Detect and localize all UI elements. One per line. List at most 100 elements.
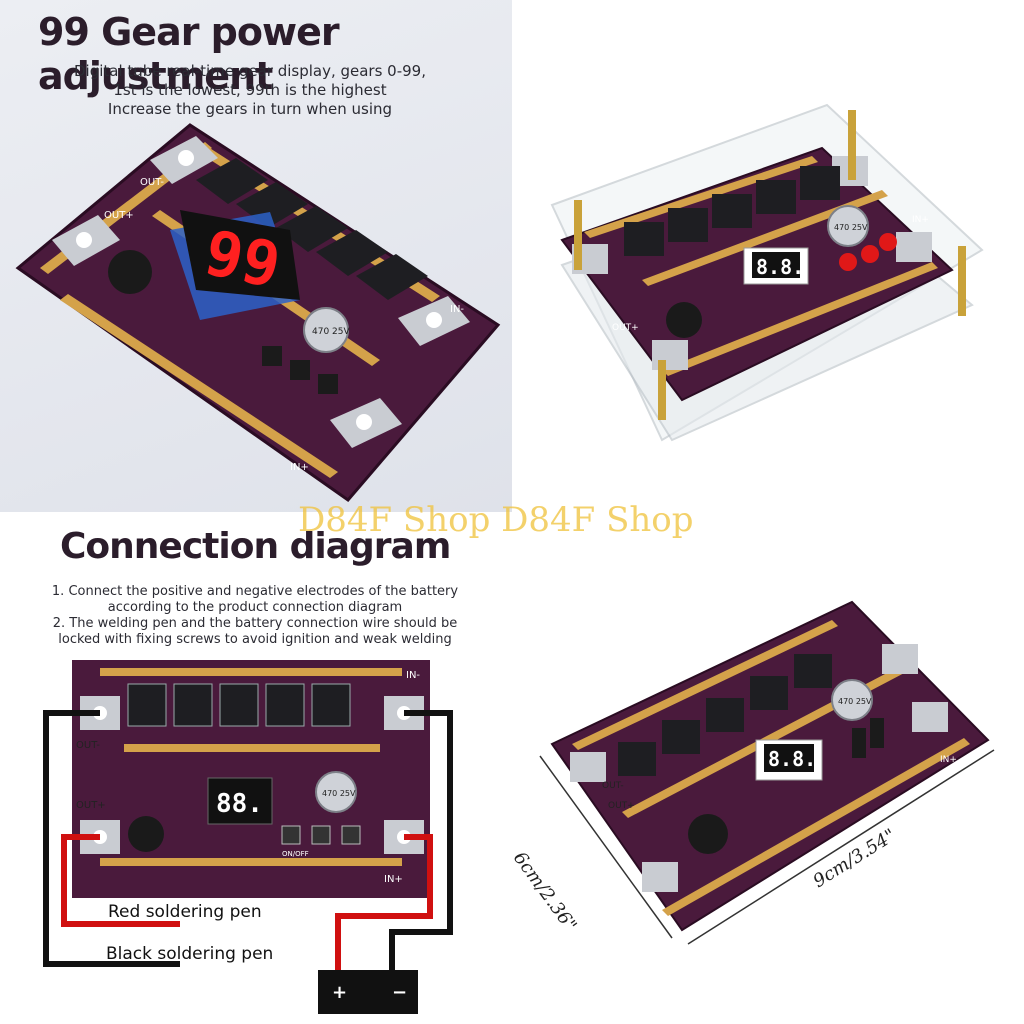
button-power[interactable]: [318, 374, 338, 394]
out-pos-label: OUT+: [612, 323, 639, 333]
desc-line-3: Increase the gears in turn when using: [107, 100, 393, 118]
red-pen-wire: [61, 834, 180, 927]
mosfet: [196, 158, 268, 204]
display-digits: 88.: [216, 789, 263, 819]
note-line-4: locked with fixing screws to avoid ignit…: [58, 632, 452, 647]
note-line-2: according to the product connection diag…: [107, 600, 403, 615]
mosfet: [316, 230, 388, 276]
pad: [652, 340, 688, 370]
desc-line-1: Digital tube real-time gear display, gea…: [74, 62, 426, 80]
copper-rail: [584, 156, 818, 238]
battery-neg-wire: [389, 710, 453, 970]
mosfet: [618, 742, 656, 776]
red-pen-label: Red soldering pen: [108, 902, 262, 922]
out-pos-label: OUT+: [76, 800, 106, 811]
button-down[interactable]: [281, 825, 301, 845]
mosfet: [265, 683, 305, 727]
copper-rail-top: [100, 668, 402, 676]
capacitor: [831, 679, 873, 721]
pad: [570, 752, 606, 782]
button-down[interactable]: [852, 728, 866, 758]
capacitor: [303, 307, 349, 353]
mosfet: [712, 194, 752, 228]
pcb-board-angled: 99 470 25V OUT- OUT+ IN- IN+: [15, 123, 501, 503]
desc-line-2: 1st is the lowest, 99th is the highest: [113, 81, 387, 99]
capacitor-label: 470 25V: [838, 697, 872, 706]
out-neg-label: OUT-: [76, 740, 100, 751]
digit-display: [752, 252, 800, 278]
button-down[interactable]: [262, 346, 282, 366]
mosfet: [662, 720, 700, 754]
out-neg-label: OUT-: [602, 781, 624, 791]
buzzer: [108, 250, 152, 294]
mosfet: [624, 222, 664, 256]
screw-hole: [426, 312, 442, 328]
button-down[interactable]: [839, 253, 857, 271]
gear-digits: 99: [198, 216, 286, 303]
brass-standoff: [848, 110, 856, 180]
black-pen-wire: [43, 710, 180, 967]
brass-standoff: [958, 246, 966, 316]
display-digits: 8.8.: [756, 255, 804, 279]
button-up[interactable]: [861, 245, 879, 263]
mosfet: [311, 683, 351, 727]
in-neg-label: IN-: [450, 304, 464, 315]
mosfet: [706, 698, 744, 732]
pcb-board-dimensioned: 8.8. 470 25V OUT+ OUT- IN- IN+: [539, 600, 995, 945]
out-neg-label: OUT-: [140, 177, 164, 188]
onoff-label: ON/OFF: [282, 850, 309, 858]
connection-title: Connection diagram: [60, 526, 451, 567]
capacitor-label: 470 25V: [322, 789, 356, 798]
in-label: IN+: [912, 215, 929, 225]
in-pos-label: IN+: [940, 755, 957, 765]
pad: [912, 702, 948, 732]
capacitor-label: 470 25V: [834, 223, 868, 232]
in-neg-label: IN-: [930, 633, 943, 643]
pad: [896, 232, 932, 262]
in-neg-label: IN-: [406, 670, 420, 681]
pcb-board-with-case: 8.8. 470 25V OUT+ IN+: [550, 103, 984, 442]
screw-hole: [356, 414, 372, 430]
gear-power-title: 99 Gear power adjustment: [38, 10, 340, 98]
button-power[interactable]: [341, 825, 361, 845]
mosfet-row: [624, 166, 840, 256]
brass-standoff: [574, 200, 582, 270]
button-up[interactable]: [870, 718, 884, 748]
mosfet: [794, 654, 832, 688]
mosfet: [276, 206, 348, 252]
wiring-diagram: 88. 470 25V ON/OFF OUT- OUT+ IN- IN+ + −: [43, 660, 453, 1014]
gear-power-description: Digital tube real-time gear display, gea…: [40, 62, 460, 119]
copper-rail-bottom: [60, 294, 338, 478]
button-up[interactable]: [290, 360, 310, 380]
button-up[interactable]: [311, 825, 331, 845]
mosfet: [756, 180, 796, 214]
mosfet: [219, 683, 259, 727]
out-pos-label: OUT+: [608, 801, 635, 811]
mosfet: [356, 254, 428, 300]
black-pen-label: Black soldering pen: [106, 944, 274, 964]
panel-gear-power: 99 Gear power adjustment Digital tube re…: [0, 0, 512, 512]
mosfet: [127, 683, 167, 727]
copper-rail-middle: [124, 744, 380, 752]
panel-connection-diagram: Connection diagram 1. Connect the positi…: [0, 512, 512, 1024]
mosfet-row: [127, 683, 351, 727]
mosfet: [750, 676, 788, 710]
pad: [642, 862, 678, 892]
buzzer: [128, 816, 164, 852]
screw-hole: [178, 150, 194, 166]
width-dimension-line: [687, 749, 995, 945]
pad: [882, 644, 918, 674]
battery-neg-terminal: −: [392, 982, 407, 1003]
brass-standoff: [658, 360, 666, 420]
digit-display: [207, 777, 273, 825]
panel-acrylic-case: 8.8. 470 25V OUT+ IN+: [512, 0, 1024, 512]
screw-hole: [76, 232, 92, 248]
battery-pos-terminal: +: [332, 982, 347, 1003]
connection-instructions: 1. Connect the positive and negative ele…: [50, 584, 460, 648]
capacitor: [315, 771, 357, 813]
mosfet-row: [618, 654, 832, 776]
digit-display: [180, 210, 300, 300]
shop-watermark: D84F Shop D84F Shop: [298, 500, 694, 540]
button-power[interactable]: [879, 233, 897, 251]
copper-rail: [572, 620, 838, 750]
